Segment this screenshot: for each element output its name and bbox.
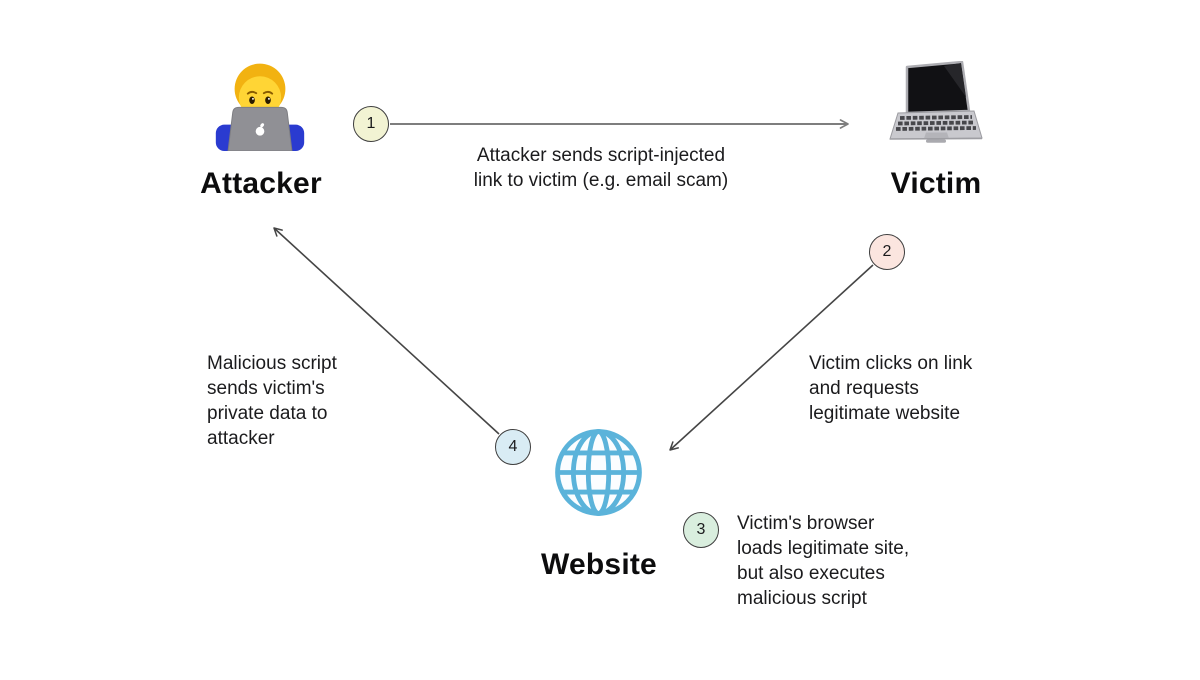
man-technologist-icon bbox=[213, 57, 307, 151]
step-badge-4: 4 bbox=[495, 429, 531, 465]
step-2-description: Victim clicks on link and requests legit… bbox=[809, 353, 973, 424]
step-1-description: Attacker sends script-injected link to v… bbox=[473, 145, 729, 191]
step-3-description: Victim's browser loads legitimate site, … bbox=[737, 513, 910, 609]
step-4-description: Malicious script sends victim's private … bbox=[207, 353, 337, 449]
step-badge-1: 1 bbox=[353, 106, 389, 142]
globe-icon bbox=[552, 426, 645, 519]
attacker-label: Attacker bbox=[200, 167, 322, 200]
laptop-icon bbox=[886, 61, 986, 153]
step-badge-2: 2 bbox=[869, 234, 905, 270]
step-badge-3: 3 bbox=[683, 512, 719, 548]
victim-label: Victim bbox=[890, 167, 982, 200]
website-label: Website bbox=[541, 548, 657, 581]
